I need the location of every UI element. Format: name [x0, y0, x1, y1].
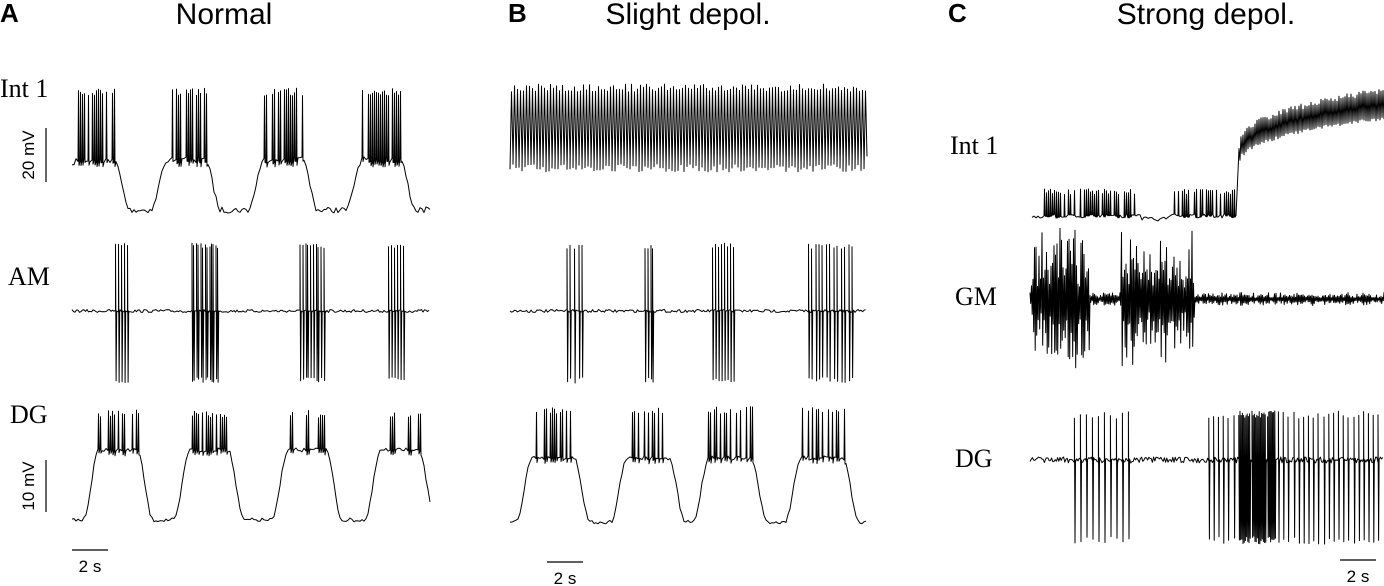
panel-a-int1-label: Int 1 [0, 74, 48, 103]
panel-b-title: Slight depol. [605, 0, 770, 31]
panel-a-dg-label: DG [10, 400, 48, 429]
panel-b-time-scalebar-label: 2 s [554, 569, 577, 586]
panel-b-int1-trace [509, 83, 868, 173]
panel-a-int1-trace [71, 87, 431, 214]
panel-c-letter: C [948, 0, 967, 28]
panel-a-dg-trace [71, 409, 431, 523]
panel-c-gm-trace [1029, 227, 1384, 369]
panel-c-dg-trace [1029, 410, 1384, 545]
panel-b-am-trace [509, 242, 866, 384]
panel-c-time-scalebar-label: 2 s [1347, 567, 1370, 586]
panel-b-dg-trace [510, 406, 867, 525]
panel-c-int1-trace [1031, 89, 1384, 222]
panel-b-letter: B [508, 0, 527, 28]
panel-c-dg-label: DG [955, 444, 993, 473]
int1-voltage-scalebar-label: 20 mV [19, 130, 38, 180]
panel-a-title: Normal [176, 0, 273, 31]
panel-a-am-trace [71, 242, 430, 383]
panel-c-title: Strong depol. [1117, 0, 1295, 31]
panel-c-gm-label: GM [955, 282, 997, 311]
panel-c-int1-label: Int 1 [950, 131, 998, 160]
panel-a-letter: A [0, 0, 19, 28]
panel-a-am-label: AM [8, 262, 50, 291]
panel-a-time-scalebar-label: 2 s [79, 557, 102, 576]
dg-voltage-scalebar-label: 10 mV [19, 461, 38, 511]
